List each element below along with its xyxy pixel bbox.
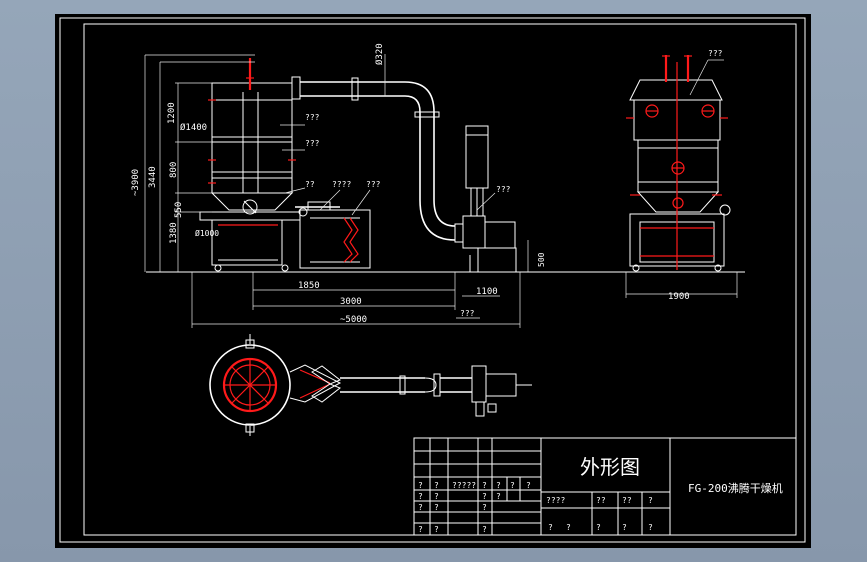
side-elevation bbox=[608, 55, 745, 298]
tb-mid4: ? bbox=[648, 496, 653, 505]
callout-4: ???? bbox=[332, 180, 351, 189]
dim-3440: 3440 bbox=[148, 166, 158, 188]
tb-bot4: ? bbox=[622, 523, 627, 532]
tb-r1c6: ? bbox=[510, 481, 515, 490]
dim-3000: 3000 bbox=[340, 297, 362, 307]
plan-view bbox=[209, 334, 532, 436]
front-elevation bbox=[144, 54, 612, 328]
tb-r2c3: ? bbox=[482, 492, 487, 501]
outer-frame bbox=[59, 17, 806, 543]
callout-6: ??? bbox=[496, 185, 511, 194]
tb-r1c2: ? bbox=[434, 481, 439, 490]
tb-r1c5: ? bbox=[496, 481, 501, 490]
dim-1200: 1200 bbox=[167, 102, 177, 124]
dim-5000: ~5000 bbox=[340, 315, 367, 325]
dim-550: 550 bbox=[174, 202, 184, 218]
callout-2: ??? bbox=[305, 139, 320, 148]
tb-mid2: ?? bbox=[596, 496, 606, 505]
dim-500: 500 bbox=[537, 252, 546, 267]
tb-r4c3: ? bbox=[482, 525, 487, 534]
dim-dia-1400: Ø1400 bbox=[180, 122, 207, 133]
drawing-model: FG-200沸腾干燥机 bbox=[688, 481, 783, 495]
tb-r1c4: ? bbox=[482, 481, 487, 490]
tb-bot2: ? bbox=[566, 523, 571, 532]
dim-1850: 1850 bbox=[298, 281, 320, 291]
dim-dia-1000: Ø1000 bbox=[195, 228, 219, 238]
tb-mid3: ?? bbox=[622, 496, 632, 505]
callout-1: ??? bbox=[305, 113, 320, 122]
tb-bot5: ? bbox=[648, 523, 653, 532]
dim-pipe-dia: Ø320 bbox=[374, 43, 385, 65]
tb-r4c2: ? bbox=[434, 525, 439, 534]
tb-r2c1: ? bbox=[418, 492, 423, 501]
tb-r1c1: ? bbox=[418, 481, 423, 490]
dim-1100: 1100 bbox=[476, 287, 498, 297]
dim-1900: 1900 bbox=[668, 292, 690, 302]
tb-r1c3: ????? bbox=[452, 481, 476, 490]
callout-3: ?? bbox=[305, 180, 315, 189]
sheet-background bbox=[55, 14, 811, 548]
tb-bot3: ? bbox=[596, 523, 601, 532]
callout-7: ??? bbox=[460, 309, 475, 318]
tb-r3c3: ? bbox=[482, 503, 487, 512]
callout-5: ??? bbox=[366, 180, 381, 189]
tb-bot1: ? bbox=[548, 523, 553, 532]
dim-800: 800 bbox=[169, 162, 179, 178]
tb-r4c1: ? bbox=[418, 525, 423, 534]
tb-r3c2: ? bbox=[434, 503, 439, 512]
tb-r2c4: ? bbox=[496, 492, 501, 501]
tb-r3c1: ? bbox=[418, 503, 423, 512]
dim-1380: 1380 bbox=[169, 222, 179, 244]
tb-r2c2: ? bbox=[434, 492, 439, 501]
title-block bbox=[413, 437, 797, 536]
tb-r1c7: ? bbox=[526, 481, 531, 490]
callout-8: ??? bbox=[708, 49, 723, 58]
drawing-title: 外形图 bbox=[580, 455, 640, 479]
dim-total-height: ~3900 bbox=[131, 169, 141, 196]
tb-mid1: ???? bbox=[546, 496, 565, 505]
